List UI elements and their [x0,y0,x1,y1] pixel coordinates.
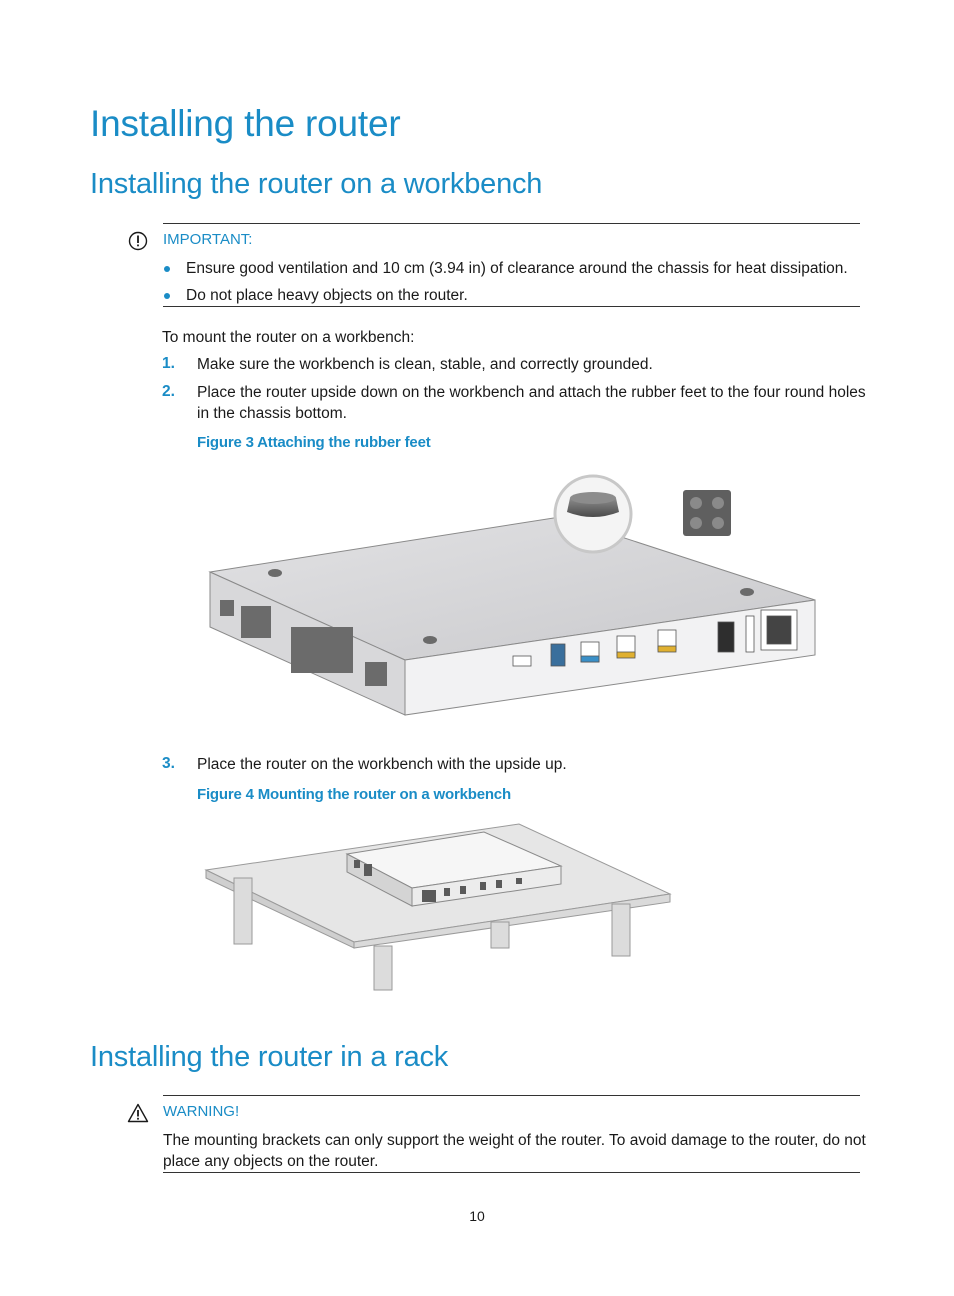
warning-label: WARNING! [163,1103,240,1120]
bullet-marker [164,293,170,299]
figure-3-caption: Figure 3 Attaching the rubber feet [197,434,431,451]
important-bottom-rule [163,306,860,307]
bullet-marker [164,266,170,272]
important-label: IMPORTANT: [163,231,253,248]
step-1-text: Make sure the workbench is clean, stable… [197,356,653,373]
step-3-text: Place the router on the workbench with t… [197,756,567,773]
step-3-number: 3. [162,755,175,772]
important-top-rule [163,223,860,224]
warning-top-rule [163,1095,860,1096]
chapter-title: Installing the router [90,103,401,144]
section-title-workbench: Installing the router on a workbench [90,168,543,200]
warning-bottom-rule [163,1172,860,1173]
warning-text-line2: place any objects on the router. [163,1153,379,1170]
important-item-2: Do not place heavy objects on the router… [186,287,468,304]
procedure-intro: To mount the router on a workbench: [162,329,415,346]
warning-text-line1: The mounting brackets can only support t… [163,1132,866,1149]
step-2-number: 2. [162,383,175,400]
page-number: 10 [469,1208,485,1224]
figure-4-illustration [204,823,672,991]
step-2-text-line1: Place the router upside down on the work… [197,384,866,401]
figure-4-caption: Figure 4 Mounting the router on a workbe… [197,786,511,803]
step-2-text-line2: in the chassis bottom. [197,405,347,422]
important-item-1: Ensure good ventilation and 10 cm (3.94 … [186,260,848,277]
important-icon [128,231,148,251]
warning-icon [127,1103,149,1123]
section-title-rack: Installing the router in a rack [90,1041,449,1073]
figure-3-illustration [208,474,816,716]
step-1-number: 1. [162,355,175,372]
